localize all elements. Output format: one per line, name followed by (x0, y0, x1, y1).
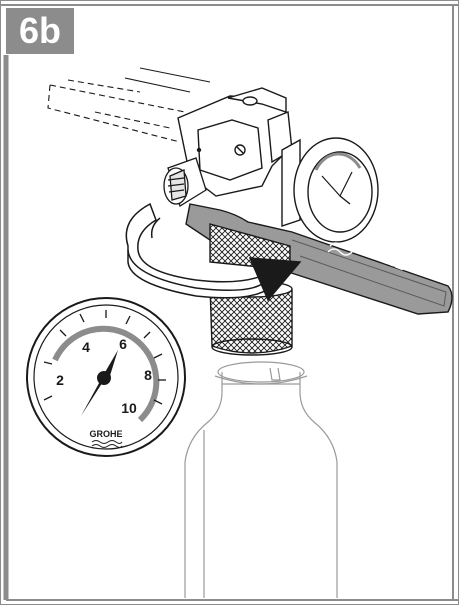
gauge-brand-text: GROHE (89, 429, 122, 439)
large-gauge: 2 4 6 8 10 GROHE (26, 297, 186, 457)
gauge-arc (52, 325, 160, 423)
gauge-tick-10: 10 (121, 400, 137, 416)
gauge-tick-2: 2 (56, 372, 64, 388)
gauge-tick-6: 6 (119, 336, 127, 352)
wrench-brand-waves (327, 242, 355, 256)
valve-gauge (281, 137, 379, 243)
gauge-tick-4: 4 (82, 339, 90, 355)
gauge-needle (81, 350, 118, 416)
gauge-ticks (43, 310, 166, 405)
rotation-arrow (125, 202, 302, 302)
dashed-pipe (47, 67, 211, 143)
gauge-brand-waves (91, 440, 123, 448)
co2-bottle (184, 361, 338, 598)
step-badge: 6b (6, 8, 74, 54)
gauge-tick-8: 8 (144, 367, 152, 383)
left-knob (163, 157, 207, 207)
